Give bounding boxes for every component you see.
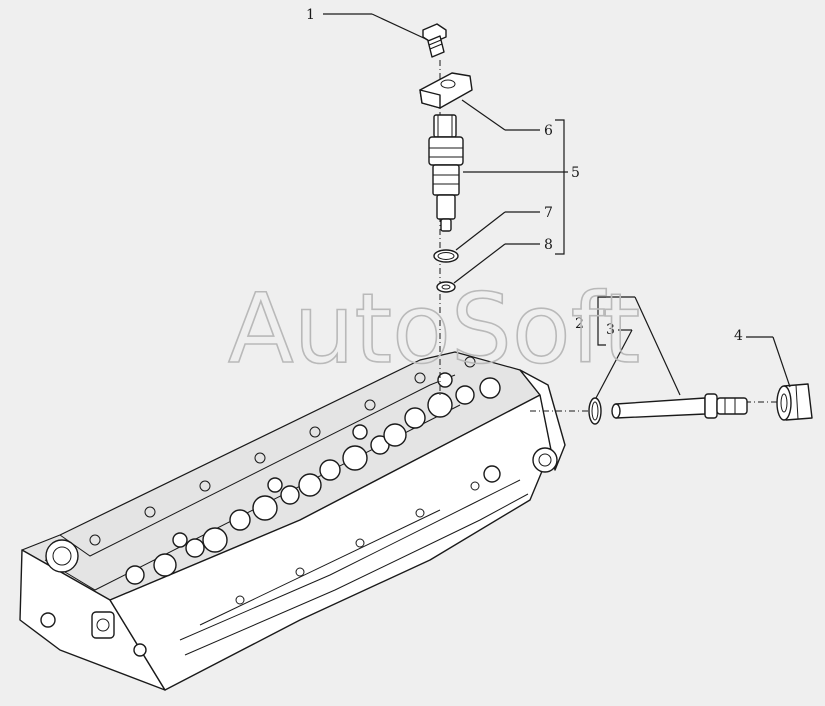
- callout-8: 8: [544, 237, 553, 253]
- callout-2: 2: [575, 316, 584, 332]
- callout-1: 1: [306, 7, 315, 23]
- part-1-bolt: [422, 23, 447, 58]
- part-7-o-ring: [433, 249, 459, 263]
- callout-6: 6: [544, 123, 553, 139]
- callout-3: 3: [606, 322, 615, 338]
- part-8-washer: [436, 281, 456, 293]
- part-4-sleeve-nut: [776, 383, 813, 421]
- cylinder-bosses: [89, 356, 501, 605]
- callout-4: 4: [734, 328, 743, 344]
- callout-numbers: 1 2 3 4 5 6 7 8: [306, 7, 743, 344]
- watermark: AutoSoft: [228, 273, 640, 385]
- part-6-clamp-bracket: [419, 72, 473, 109]
- cylinder-head: [19, 351, 566, 691]
- part-5-injector: [428, 114, 464, 232]
- callout-7: 7: [544, 205, 553, 221]
- leader-lines: [323, 13, 791, 399]
- callout-5: 5: [571, 165, 580, 181]
- part-2-connector-tube: [611, 393, 748, 419]
- part-3-seal-ring: [588, 397, 602, 425]
